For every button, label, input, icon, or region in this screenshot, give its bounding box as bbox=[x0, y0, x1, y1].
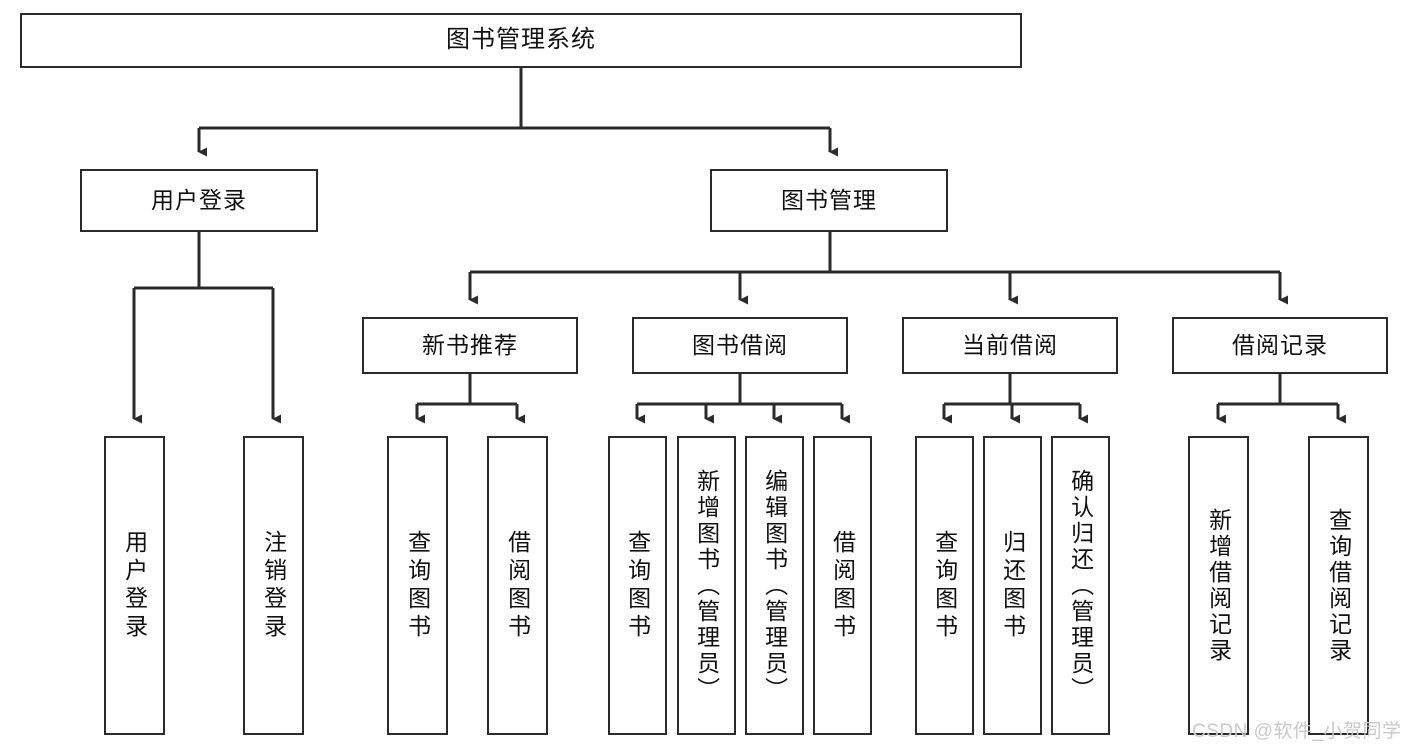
node-leaf-query-borrow-record[interactable]: 查询借阅记录 bbox=[1308, 436, 1369, 735]
node-leaf-borrow-books-recommend[interactable]: 借阅图书 bbox=[487, 436, 548, 735]
node-leaf-query-books-recommend-label: 查询图书 bbox=[404, 529, 431, 642]
node-leaf-confirm-return-admin-label: 确认归还（管理员） bbox=[1067, 468, 1094, 703]
node-leaf-borrow-books[interactable]: 借阅图书 bbox=[813, 436, 872, 735]
node-leaf-query-books-borrow[interactable]: 查询图书 bbox=[608, 436, 667, 735]
node-leaf-query-books-current[interactable]: 查询图书 bbox=[915, 436, 974, 735]
node-leaf-add-book-admin[interactable]: 新增图书（管理员） bbox=[677, 436, 736, 735]
node-level2-user-login-label: 用户登录 bbox=[151, 186, 247, 213]
node-leaf-edit-book-admin[interactable]: 编辑图书（管理员） bbox=[745, 436, 804, 735]
node-level3-new-book-recommend-label: 新书推荐 bbox=[422, 331, 518, 358]
node-level3-book-borrow-label: 图书借阅 bbox=[692, 331, 788, 358]
node-level2-book-management-label: 图书管理 bbox=[781, 186, 877, 213]
node-leaf-return-books-label: 归还图书 bbox=[999, 529, 1026, 642]
node-leaf-query-borrow-record-label: 查询借阅记录 bbox=[1325, 507, 1352, 664]
node-level3-borrow-records-label: 借阅记录 bbox=[1232, 331, 1328, 358]
node-leaf-user-login[interactable]: 用户登录 bbox=[104, 436, 165, 735]
node-leaf-edit-book-admin-label: 编辑图书（管理员） bbox=[761, 468, 788, 703]
node-leaf-borrow-books-recommend-label: 借阅图书 bbox=[504, 529, 531, 642]
node-leaf-confirm-return-admin[interactable]: 确认归还（管理员） bbox=[1051, 436, 1110, 735]
node-leaf-query-books-current-label: 查询图书 bbox=[931, 529, 958, 642]
node-leaf-query-books-borrow-label: 查询图书 bbox=[624, 529, 651, 642]
csdn-watermark: CSDN @软件_小贺同学 bbox=[1192, 721, 1402, 742]
node-leaf-logout[interactable]: 注销登录 bbox=[243, 436, 304, 735]
node-level2-user-login[interactable]: 用户登录 bbox=[80, 169, 318, 232]
node-leaf-logout-label: 注销登录 bbox=[260, 529, 287, 642]
node-leaf-add-borrow-record[interactable]: 新增借阅记录 bbox=[1188, 436, 1249, 735]
node-leaf-add-borrow-record-label: 新增借阅记录 bbox=[1205, 507, 1232, 664]
node-leaf-add-book-admin-label: 新增图书（管理员） bbox=[693, 468, 720, 703]
node-root-label: 图书管理系统 bbox=[446, 26, 596, 54]
node-level3-current-borrow-label: 当前借阅 bbox=[962, 331, 1058, 358]
node-leaf-return-books[interactable]: 归还图书 bbox=[983, 436, 1042, 735]
node-level3-current-borrow[interactable]: 当前借阅 bbox=[902, 317, 1118, 374]
node-level2-book-management[interactable]: 图书管理 bbox=[710, 169, 948, 232]
node-level3-new-book-recommend[interactable]: 新书推荐 bbox=[362, 317, 578, 374]
node-root[interactable]: 图书管理系统 bbox=[20, 13, 1022, 68]
node-leaf-query-books-recommend[interactable]: 查询图书 bbox=[387, 436, 448, 735]
node-leaf-borrow-books-label: 借阅图书 bbox=[829, 529, 856, 642]
node-level3-borrow-records[interactable]: 借阅记录 bbox=[1172, 317, 1388, 374]
node-leaf-user-login-label: 用户登录 bbox=[121, 529, 148, 642]
node-level3-book-borrow[interactable]: 图书借阅 bbox=[632, 317, 848, 374]
